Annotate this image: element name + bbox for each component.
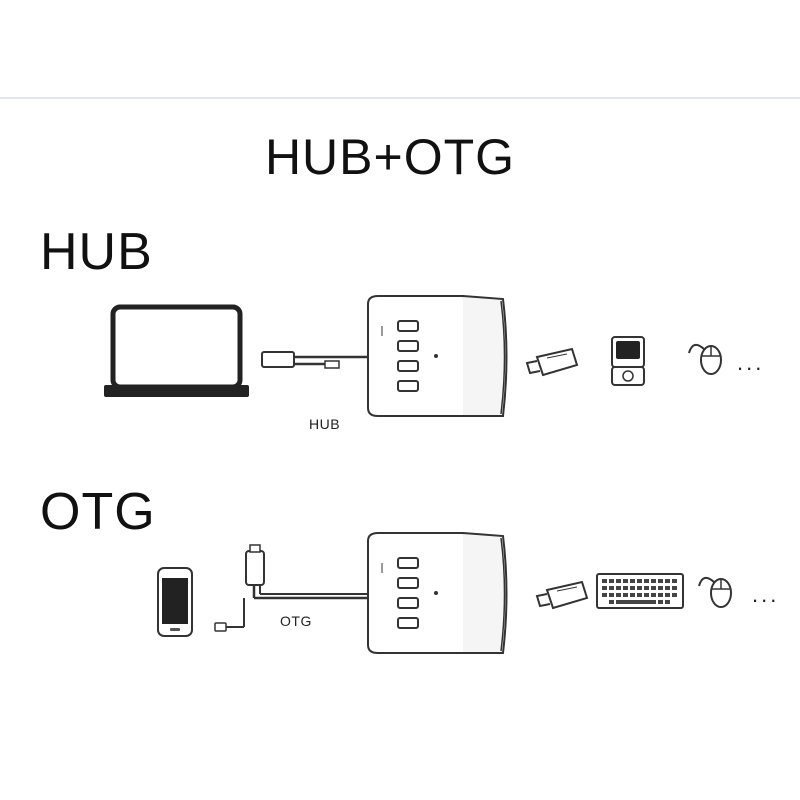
usb-flash-drive-icon	[526, 348, 578, 376]
mouse-icon	[688, 343, 722, 375]
diagram-title: HUB+OTG	[264, 129, 516, 185]
otg-cable-caption: OTG	[280, 613, 312, 629]
laptop-icon	[104, 304, 249, 397]
top-divider	[0, 97, 800, 99]
hub-section-label: HUB	[40, 223, 153, 281]
usb-hub-icon	[367, 295, 508, 417]
hub-usb-cable	[261, 351, 370, 369]
usb-flash-drive-icon	[536, 581, 588, 609]
keyboard-icon	[596, 573, 684, 609]
more-devices-ellipsis: ...	[737, 350, 765, 375]
usb-hub-icon	[367, 532, 508, 654]
usb-card-reader-icon	[611, 336, 645, 386]
smartphone-icon	[157, 567, 193, 637]
hub-cable-caption: HUB	[309, 416, 341, 432]
otg-section-label: OTG	[40, 483, 156, 541]
more-devices-ellipsis: ...	[752, 582, 780, 607]
mouse-icon	[698, 576, 732, 608]
otg-cable	[214, 544, 370, 632]
